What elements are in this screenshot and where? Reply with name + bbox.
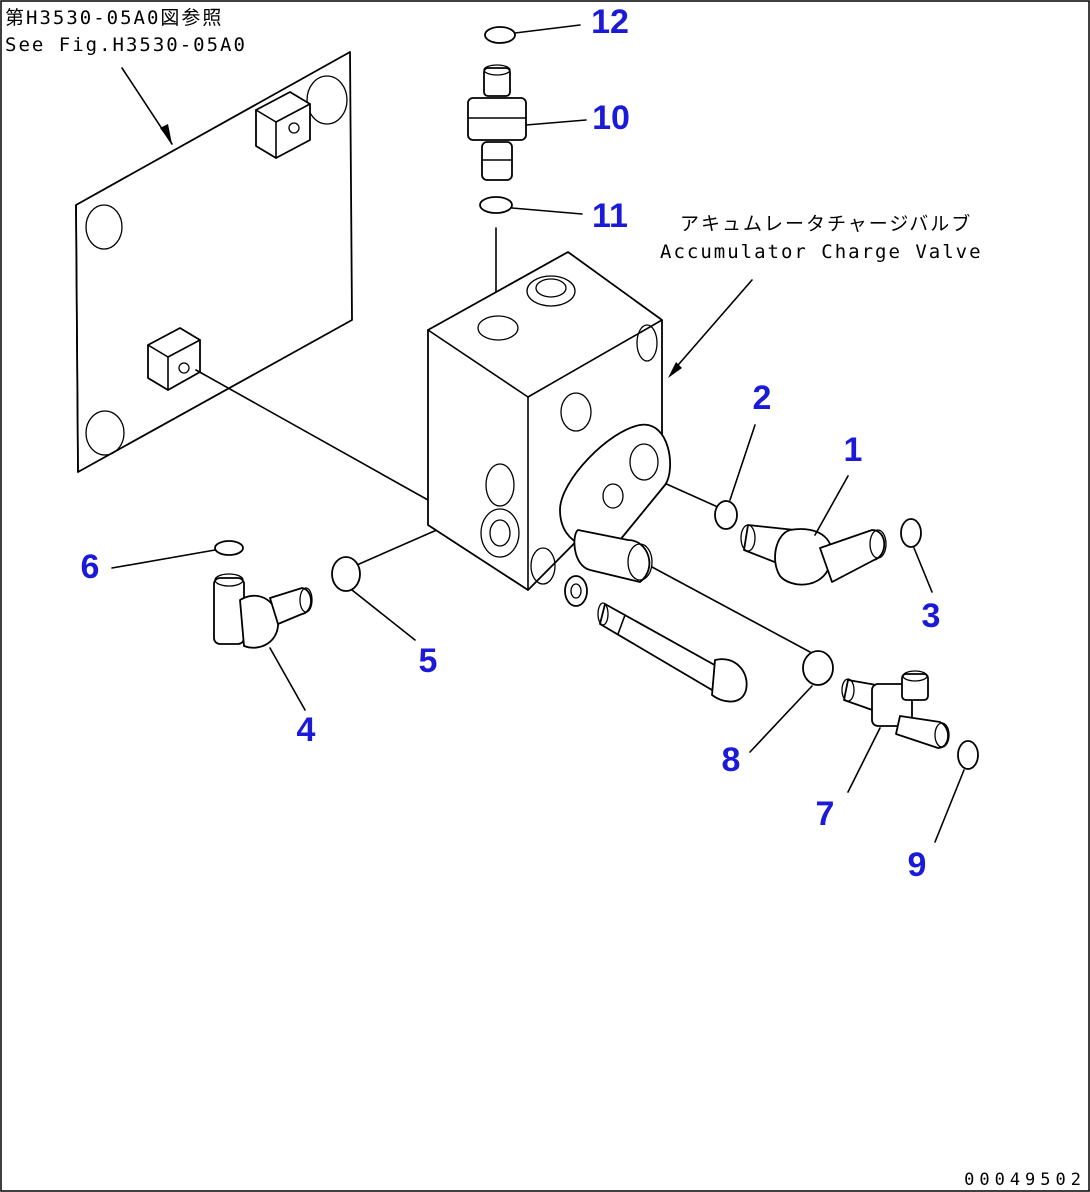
leader-5 — [351, 589, 416, 641]
reference-arrow — [121, 67, 173, 145]
leader-3 — [913, 547, 933, 593]
leader-1 — [814, 475, 849, 536]
drawing-number: 00049502 — [964, 1170, 1086, 1190]
callout-2: 2 — [752, 379, 772, 417]
valve-label-en: Accumulator Charge Valve — [660, 241, 983, 263]
reference-note-jp: 第H3530-05A0図参照 — [5, 7, 224, 29]
callout-11: 11 — [592, 197, 628, 235]
part-6-oring — [214, 540, 244, 556]
leader-7 — [847, 727, 881, 793]
callout-10: 10 — [592, 99, 630, 137]
leader-12 — [514, 24, 581, 34]
part-10-fitting — [467, 64, 527, 181]
leader-11 — [511, 207, 583, 215]
callout-8: 8 — [721, 741, 741, 779]
mounting-plate — [75, 51, 353, 473]
leader-10 — [525, 119, 587, 126]
callout-7: 7 — [815, 795, 835, 833]
part-12-oring — [484, 26, 516, 44]
port-axis-2 — [661, 481, 721, 509]
leader-4 — [269, 647, 306, 711]
callout-3: 3 — [921, 597, 941, 635]
part-11-oring — [479, 196, 513, 214]
leader-6 — [111, 549, 216, 569]
part-4-elbow — [213, 573, 313, 649]
plate-bolt-axis — [195, 369, 429, 501]
part-5-oring — [331, 556, 361, 592]
part-2-oring — [714, 500, 738, 530]
part-8-oring — [802, 650, 834, 686]
callout-12: 12 — [591, 3, 629, 41]
leader-2 — [729, 424, 756, 501]
part-3-oring — [900, 518, 922, 548]
part-7-fitting — [841, 670, 950, 749]
callout-6: 6 — [80, 548, 100, 586]
leader-8 — [749, 685, 813, 753]
part-9-oring — [957, 740, 979, 770]
callout-9: 9 — [907, 846, 927, 884]
mounting-bolt — [597, 602, 748, 703]
valve-label-jp: アキュムレータチャージバルブ — [680, 213, 973, 235]
callout-5: 5 — [418, 642, 438, 680]
leader-9 — [934, 769, 965, 843]
callout-4: 4 — [296, 711, 316, 749]
valve-label-leader — [668, 279, 753, 378]
part-1-elbow — [740, 524, 887, 586]
bolt-axis-8 — [651, 566, 811, 653]
valve-block — [427, 251, 672, 591]
callout-1: 1 — [843, 431, 863, 469]
bolt-washer — [564, 575, 588, 607]
reference-note-en: See Fig.H3530-05A0 — [5, 34, 247, 56]
